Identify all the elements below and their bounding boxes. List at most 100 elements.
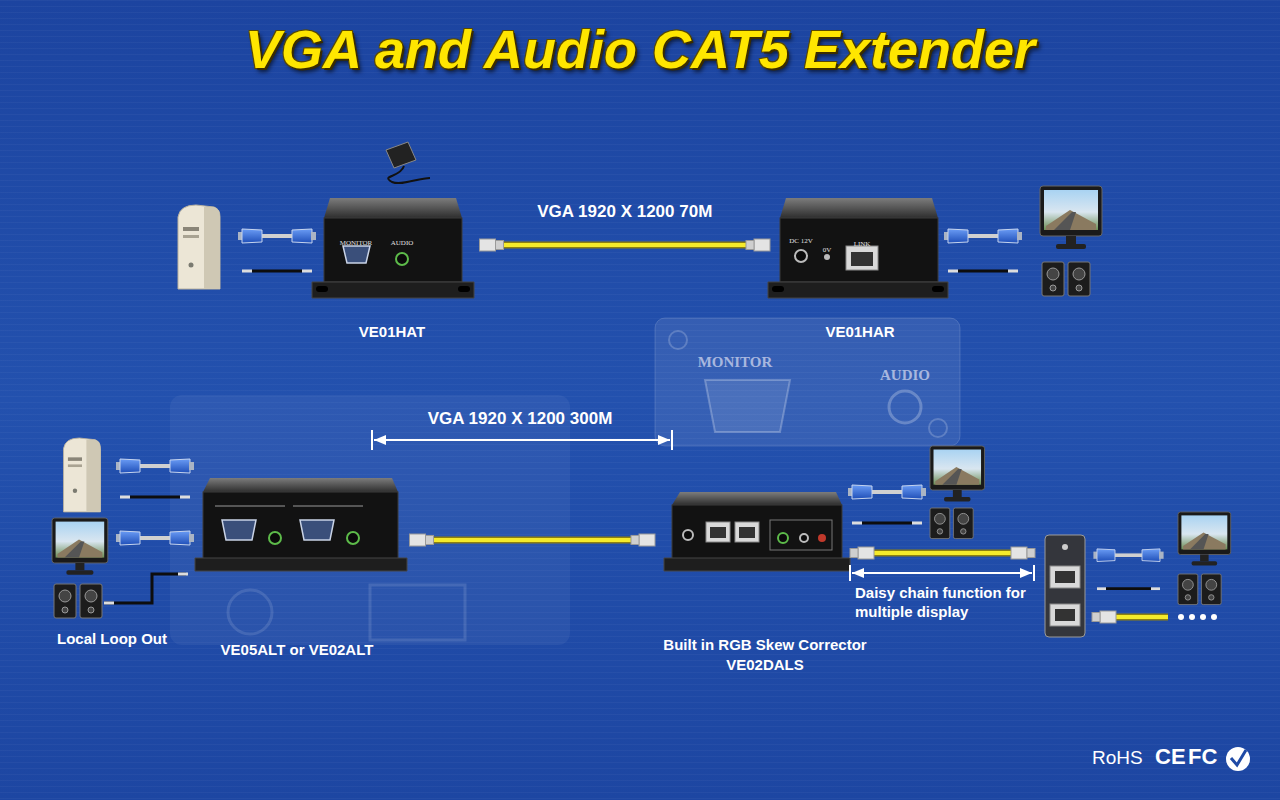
onward-cable-part [1178, 614, 1184, 620]
speakers [930, 508, 973, 539]
diagram-label: MONITOR [698, 353, 773, 372]
rj45-plug [639, 534, 655, 546]
power-adapter-part [386, 142, 416, 168]
dimension-arrow-part [374, 439, 670, 441]
ve05alt-unit-part [195, 558, 407, 571]
watermark-panel-part [170, 395, 570, 645]
label-holder: Daisy chain function for multiple displa… [855, 584, 1030, 622]
cable-outline [504, 242, 747, 249]
daisy-chain-receiver-part [1050, 566, 1080, 588]
cable-label-holder: VGA 1920 X 1200 70M [425, 201, 825, 223]
power-adapter-part [388, 166, 430, 183]
vga-cable [848, 485, 926, 499]
label-holder: LINK [662, 232, 1062, 250]
ve05alt-unit [195, 478, 407, 571]
audio-cable [852, 522, 922, 525]
computer-tower [178, 205, 220, 289]
cable-label: VGA 1920 X 1200 70M [537, 201, 712, 223]
ve02dals-unit-part [710, 527, 726, 538]
device-caption: VE01HAT [305, 322, 480, 342]
daisy-chain-cable-part [874, 550, 1011, 557]
onward-cable-part [1116, 615, 1168, 619]
device-box: Built in RGB Skew CorrectorVE02DALS [655, 485, 875, 675]
ve01har-unit-part [824, 254, 830, 260]
ve02dals-unit-part [683, 530, 693, 540]
ve01har-unit-part [846, 246, 878, 270]
device-box: VE01HAR [770, 190, 950, 342]
diagram-label: 0V [823, 246, 832, 255]
label-holder: VGA 1920 X 1200 300M [320, 408, 720, 429]
label-holder: AUDIO [705, 366, 1105, 385]
audio-cable [242, 270, 312, 273]
diagram-label: AUDIO [880, 366, 930, 385]
daisy-chain-cable-part [850, 547, 874, 559]
computer-tower [64, 438, 101, 512]
ve05alt-unit-part [269, 532, 281, 544]
ve02dals-unit-part [664, 558, 850, 571]
ve05alt-unit-part [300, 520, 334, 540]
cable-outline [434, 537, 632, 544]
diagram-label: DC 12V [789, 237, 813, 246]
ve01har-unit-part [780, 198, 938, 218]
diagram-label: RoHS [1092, 746, 1143, 770]
daisy-chain-receiver-part [1062, 544, 1068, 550]
label-holder: CE [1155, 743, 1186, 771]
watermark-panel [170, 318, 960, 645]
ve02dals-unit-part [672, 505, 842, 560]
diagram-label: VGA 1920 X 1200 300M [428, 408, 613, 429]
daisy-chain-cable [850, 547, 1035, 581]
diagram-title: VGA and Audio CAT5 Extender [245, 16, 1035, 82]
vga-cable [116, 531, 194, 545]
daisy-chain-receiver-part [1055, 609, 1075, 621]
ve05alt-unit-part [222, 520, 256, 540]
check-mark-logo [1226, 747, 1250, 771]
ve05alt-unit-part [203, 492, 398, 560]
monitor [52, 518, 108, 575]
ve02dals-unit [664, 492, 850, 571]
diagram-label: LINK [854, 240, 871, 249]
ve01hat-unit-part [312, 282, 474, 298]
speakers [54, 584, 102, 618]
ve02dals-unit-part [672, 492, 842, 505]
rj45-boot [746, 241, 754, 250]
device-caption: Built in RGB Skew CorrectorVE02DALS [655, 635, 875, 675]
loop-audio-cable-part [104, 574, 186, 603]
ve02dals-unit-part [739, 527, 755, 538]
check-mark-logo-part [1226, 747, 1250, 771]
device-label: Built in RGB Skew Corrector [663, 635, 866, 655]
cable-core [504, 243, 747, 247]
ve01hat-unit-part [396, 253, 408, 265]
vga-cable [1093, 549, 1163, 562]
watermark-panel-part [228, 590, 272, 634]
label-holder: MONITOR [535, 353, 935, 372]
daisy-chain-cable-part [874, 551, 1011, 555]
label-holder: DC 12V [601, 229, 1001, 247]
label-holder: 0V [627, 238, 1027, 256]
label-holder: FC [1188, 743, 1217, 771]
device-label: VE01HAT [359, 322, 425, 342]
onward-cable-part [1200, 614, 1206, 620]
ve01hat-unit-part [458, 286, 470, 292]
ve01har-unit-part [768, 282, 948, 298]
ve01har-unit-part [795, 250, 807, 262]
diagram-label: MONITOR [340, 239, 373, 248]
ve05alt-unit-part [293, 506, 363, 507]
diagram-label: CE [1155, 743, 1186, 771]
daisy-chain-receiver-part [1055, 571, 1075, 583]
onward-cable-part [1092, 611, 1116, 623]
device-box: VE05ALT or VE02ALT [185, 475, 410, 660]
ve01hat-unit-part [324, 198, 462, 218]
ve02dals-unit-part [778, 533, 788, 543]
onward-cable-part [1189, 614, 1195, 620]
ve05alt-unit-part [347, 532, 359, 544]
watermark-panel-part [889, 391, 921, 423]
ve02dals-unit-part [735, 522, 759, 542]
monitor [1040, 186, 1102, 249]
ve01har-unit-part [932, 286, 944, 292]
audio-cable [120, 496, 190, 499]
rj45-plug [480, 239, 496, 251]
daisy-chain-cable-part [849, 565, 851, 581]
speakers [1042, 262, 1090, 296]
diagram-label: Local Loop Out [57, 630, 167, 649]
